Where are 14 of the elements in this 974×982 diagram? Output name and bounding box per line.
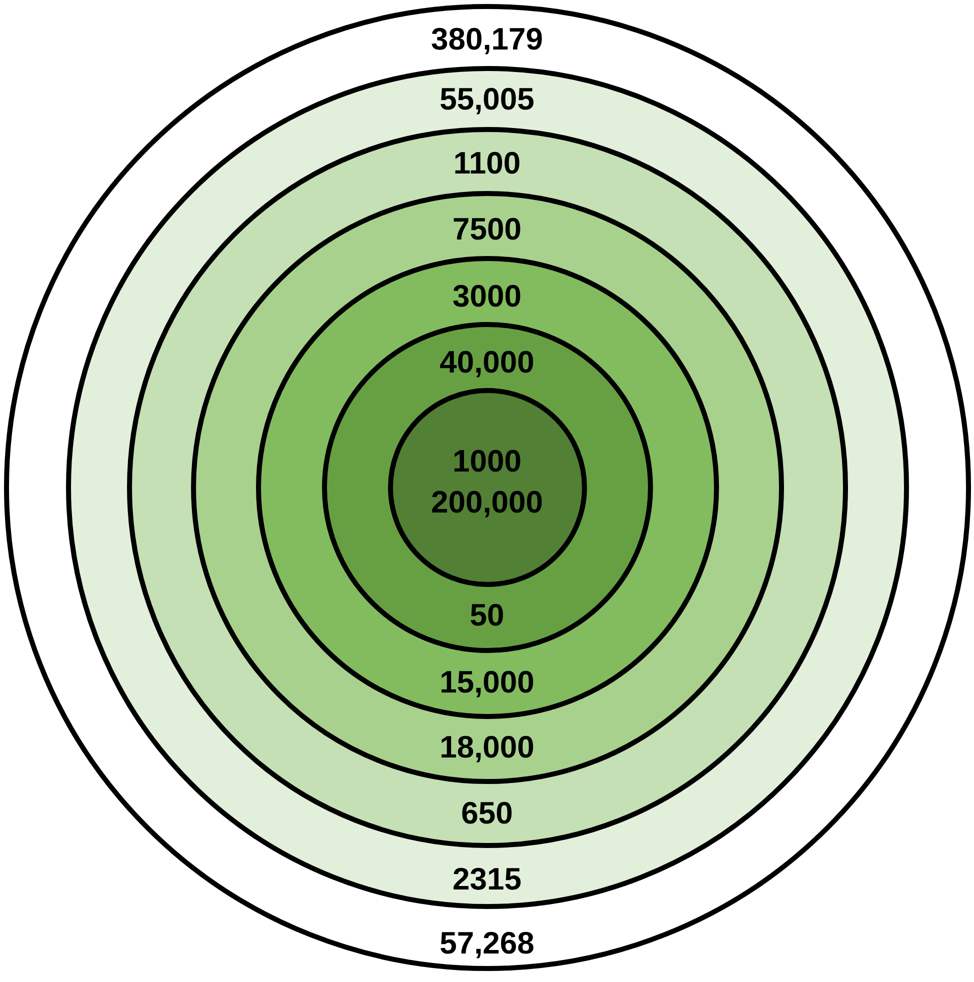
value-label: 380,179: [430, 24, 544, 54]
value-label: 50: [470, 600, 504, 630]
value-label: 200,000: [430, 486, 544, 518]
value-label: 7500: [452, 214, 522, 244]
value-label: 18,000: [440, 732, 534, 762]
value-label: 1100: [453, 148, 521, 178]
value-label: 55,005: [440, 84, 534, 114]
value-label: 3000: [452, 280, 522, 312]
value-label: 1000: [452, 446, 522, 476]
value-label: 2315: [452, 864, 522, 894]
value-label: 15,000: [440, 666, 534, 698]
value-label: 57,268: [440, 928, 534, 958]
value-label: 650: [461, 798, 513, 828]
value-label: 40,000: [440, 346, 534, 378]
